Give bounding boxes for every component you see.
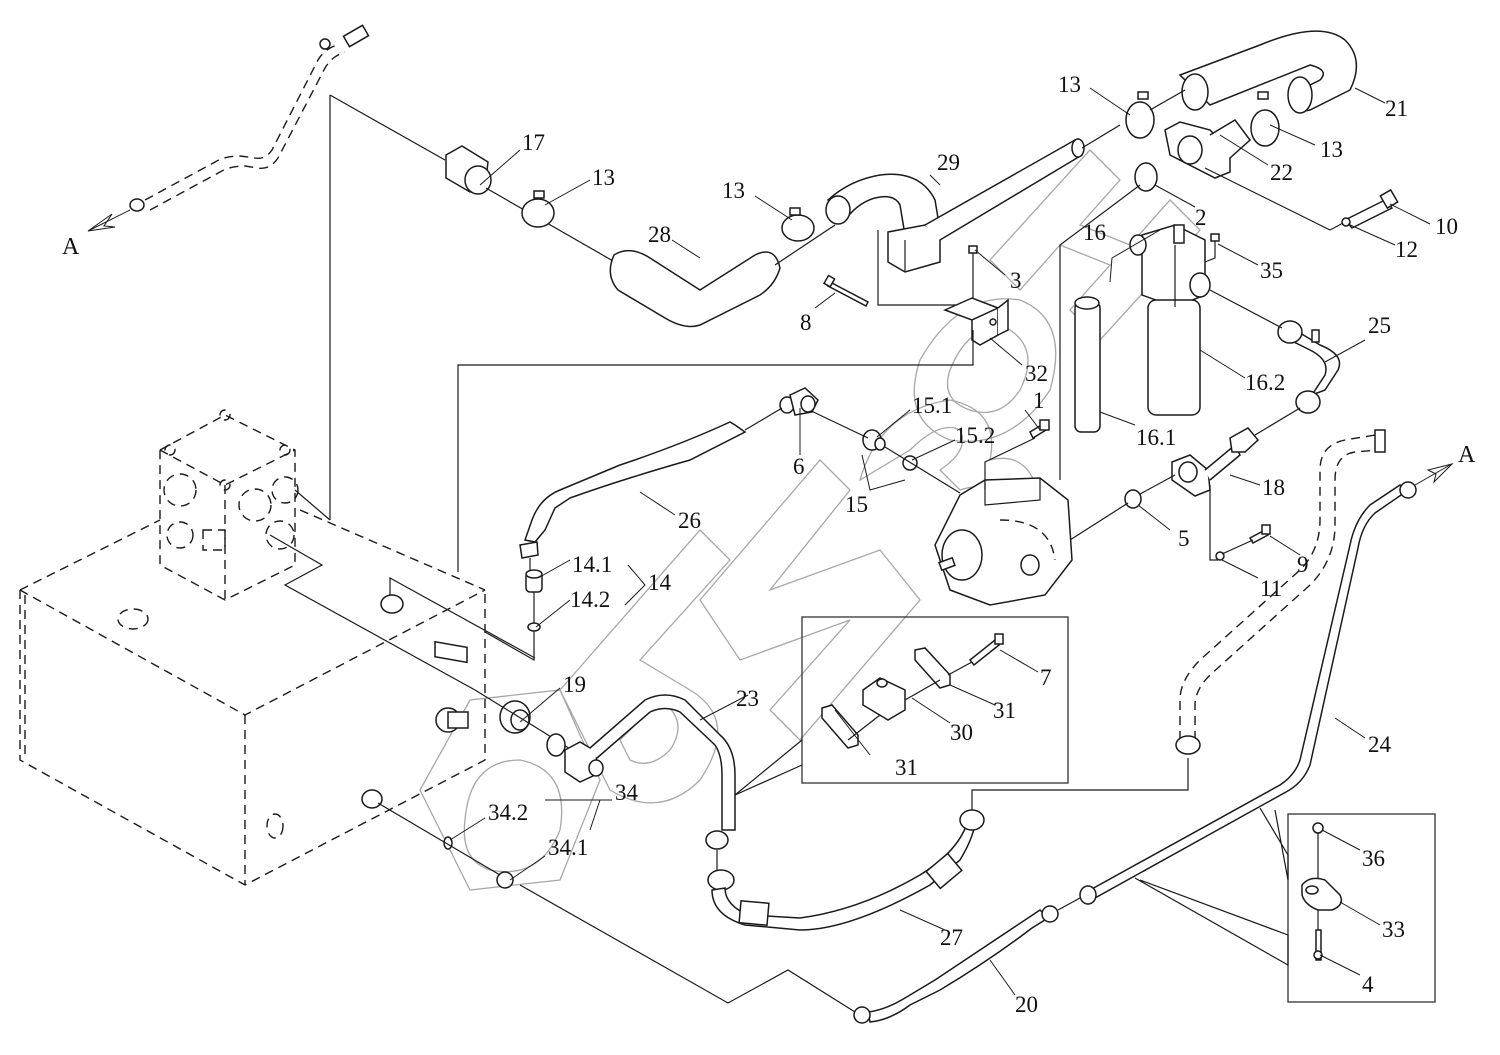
- callout-29: 29: [937, 150, 960, 175]
- callout-6: 6: [793, 454, 805, 479]
- o-ring-2: [1134, 162, 1158, 192]
- inset-clamp-33: [1134, 807, 1436, 1003]
- hydraulic-tank: [19, 509, 486, 886]
- callout-26: 26: [678, 508, 701, 533]
- fitting-19: [435, 700, 531, 734]
- dashed-pipe-right: [1175, 429, 1386, 755]
- callout-13-a: 13: [592, 165, 615, 190]
- callout-27: 27: [940, 925, 963, 950]
- callout-18: 18: [1262, 475, 1285, 500]
- bracket-32: [943, 297, 1009, 346]
- callout-31-b: 31: [895, 755, 918, 780]
- callout-2: 2: [1195, 205, 1207, 230]
- callout-14-1: 14.1: [572, 552, 612, 577]
- connection-marker-a-right: A: [1458, 442, 1476, 468]
- fitting-17: [445, 145, 492, 195]
- callout-22: 22: [1270, 160, 1293, 185]
- callout-3: 3: [1010, 268, 1022, 293]
- bolt-8: [823, 274, 869, 308]
- fitting-15-1: [862, 429, 886, 451]
- callout-35: 35: [1260, 258, 1283, 283]
- bolt-10: [1343, 188, 1399, 229]
- bolt-9: [1248, 524, 1271, 544]
- dashed-pipe-to-a-left: [87, 24, 370, 232]
- callout-30: 30: [950, 720, 973, 745]
- hose-clamp-13-d: [1250, 91, 1280, 147]
- callout-14-2: 14.2: [570, 587, 610, 612]
- callout-23: 23: [736, 686, 759, 711]
- callout-14: 14: [648, 570, 672, 595]
- callout-9: 9: [1297, 552, 1309, 577]
- bolt-1: [984, 419, 1050, 490]
- callout-16-2: 16.2: [1245, 370, 1285, 395]
- pipe-flange-18: [1171, 427, 1260, 497]
- callout-36: 36: [1362, 846, 1385, 871]
- flange-22: [1164, 119, 1252, 179]
- filter-element-16-1: [1074, 296, 1101, 433]
- callout-32: 32: [1025, 361, 1048, 386]
- callout-10: 10: [1435, 214, 1458, 239]
- hose-clamp-13-b: [781, 207, 815, 242]
- callout-1: 1: [1033, 388, 1045, 413]
- hydraulic-pump: [934, 477, 1073, 606]
- leader-lines: [449, 87, 1431, 996]
- elbow-fitting-6: [779, 387, 819, 416]
- callout-8: 8: [800, 310, 812, 335]
- valve-block: [159, 409, 299, 601]
- pipe-24: [1079, 481, 1417, 905]
- pipe-23: [589, 694, 736, 850]
- callout-19: 19: [563, 672, 586, 697]
- fitting-block: [546, 733, 604, 783]
- bolt-35: [1204, 233, 1220, 263]
- callout-11: 11: [1260, 576, 1282, 601]
- hose-20: [853, 905, 1059, 1024]
- callout-15: 15: [845, 492, 868, 517]
- callout-34-2: 34.2: [488, 800, 528, 825]
- hose-28: [609, 249, 781, 328]
- callout-16-1: 16.1: [1136, 425, 1176, 450]
- callout-13-b: 13: [722, 178, 745, 203]
- callout-12: 12: [1395, 237, 1418, 262]
- straight-pipe: [924, 138, 1085, 241]
- callout-25: 25: [1368, 313, 1391, 338]
- inset-clamp-30-31: [734, 616, 1069, 796]
- callout-13-d: 13: [1320, 137, 1343, 162]
- callout-28: 28: [648, 222, 671, 247]
- callout-31-a: 31: [993, 698, 1016, 723]
- callout-labels: 1 2 3 4 5 6 7 8 9 10 11 12 13 13 13 13 1…: [488, 72, 1458, 1017]
- callout-5: 5: [1178, 526, 1190, 551]
- elbow-pipe-29: [825, 173, 941, 273]
- callout-21: 21: [1385, 96, 1408, 121]
- callout-24: 24: [1368, 732, 1392, 757]
- callout-17: 17: [522, 130, 545, 155]
- filter-housing-16-2: [1129, 224, 1211, 416]
- callout-15-2: 15.2: [955, 423, 995, 448]
- callout-13-c: 13: [1058, 72, 1081, 97]
- hose-clamp-13-a: [521, 190, 555, 228]
- connection-marker-a-left: A: [62, 234, 80, 260]
- callout-34-1: 34.1: [548, 835, 588, 860]
- callout-20: 20: [1015, 992, 1038, 1017]
- o-ring-14-2: [527, 622, 541, 632]
- fitting-34-1: [496, 871, 514, 889]
- callout-15-1: 15.1: [912, 393, 952, 418]
- hose-21: [1178, 30, 1358, 114]
- callout-7: 7: [1040, 665, 1052, 690]
- callout-4: 4: [1362, 972, 1374, 997]
- callout-16: 16: [1083, 220, 1106, 245]
- callout-33: 33: [1382, 917, 1405, 942]
- hose-27: [707, 809, 985, 931]
- hose-clamp-13-c: [1125, 91, 1155, 139]
- hose-26: [519, 421, 747, 559]
- callout-34: 34: [615, 780, 639, 805]
- fitting-14-1: [525, 569, 543, 593]
- pipe-25: [1277, 320, 1341, 414]
- o-ring-5: [1124, 489, 1142, 509]
- leader-16: [1109, 229, 1161, 283]
